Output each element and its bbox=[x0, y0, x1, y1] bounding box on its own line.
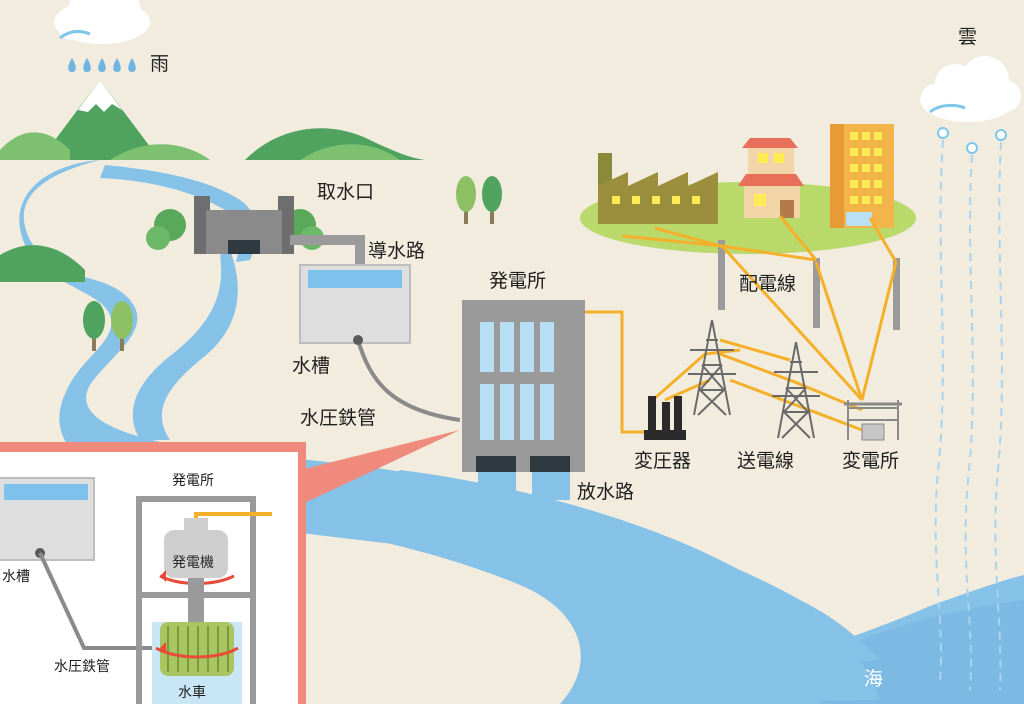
building-icon bbox=[830, 124, 894, 228]
hill-mid bbox=[110, 144, 210, 160]
label-power-plant: 発電所 bbox=[489, 270, 547, 292]
cloud-icon-right bbox=[920, 56, 1021, 154]
inset-label-power-plant: 発電所 bbox=[172, 473, 214, 489]
inset-label-water-tank: 水槽 bbox=[2, 569, 30, 585]
inset-label-water-wheel: 水車 bbox=[178, 685, 206, 701]
penstock-valve bbox=[353, 335, 363, 345]
tailrace-right bbox=[532, 472, 570, 500]
transformer-icon bbox=[644, 396, 686, 440]
hill-right-front bbox=[300, 144, 400, 160]
label-headrace: 導水路 bbox=[368, 240, 426, 262]
river-lower bbox=[330, 470, 880, 704]
inset-panel bbox=[0, 442, 306, 704]
distribution-poles bbox=[718, 240, 900, 330]
inset-label-penstock: 水圧鉄管 bbox=[54, 659, 110, 675]
tailrace-left bbox=[478, 472, 516, 500]
house-icon bbox=[738, 138, 804, 218]
label-sea: 海 bbox=[864, 668, 884, 690]
mountain bbox=[40, 80, 160, 160]
cloud-icon bbox=[54, 0, 150, 44]
substation-icon bbox=[844, 400, 902, 441]
pylon-icon bbox=[688, 319, 820, 439]
label-water-tank: 水槽 bbox=[292, 355, 331, 377]
inset-label-generator: 発電機 bbox=[172, 555, 214, 571]
power-plant bbox=[462, 300, 585, 472]
mountain-snowcap bbox=[78, 80, 122, 112]
label-distribution-line: 配電線 bbox=[739, 273, 797, 295]
intake-dam bbox=[146, 196, 324, 254]
factory-icon bbox=[598, 153, 718, 224]
raindrop-icon bbox=[68, 58, 136, 72]
label-transformer: 変圧器 bbox=[634, 450, 692, 472]
sea-deep bbox=[820, 600, 1024, 704]
hill-left-top bbox=[0, 132, 70, 160]
label-cloud: 雲 bbox=[958, 26, 978, 48]
stream-lower bbox=[132, 250, 238, 440]
water-tank bbox=[299, 264, 411, 344]
label-penstock: 水圧鉄管 bbox=[300, 407, 377, 429]
headrace-pipe bbox=[290, 235, 365, 266]
stream bbox=[100, 165, 257, 262]
label-tailrace: 放水路 bbox=[577, 481, 635, 503]
label-substation: 変電所 bbox=[842, 450, 900, 472]
inset-pointer bbox=[300, 430, 460, 505]
penstock-pipe bbox=[356, 339, 461, 422]
label-intake: 取水口 bbox=[317, 181, 375, 203]
hill-left-bottom bbox=[0, 245, 85, 282]
evaporation-lines bbox=[934, 139, 1003, 691]
label-rain: 雨 bbox=[150, 53, 170, 75]
tree-icon bbox=[83, 176, 502, 351]
label-transmission-line: 送電線 bbox=[737, 450, 795, 472]
